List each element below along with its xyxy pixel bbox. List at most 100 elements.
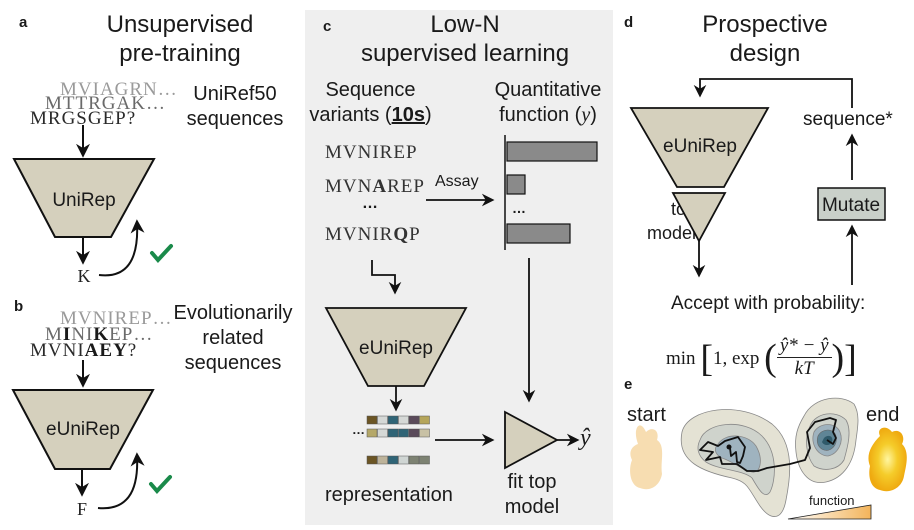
- seq-part: NI: [71, 324, 94, 345]
- formula-numerator: ŷ* − ŷ: [776, 335, 832, 359]
- representation-cell: [387, 415, 399, 425]
- panel-a-title-line1: Unsupervised: [106, 11, 254, 38]
- trajectory-start-point: [726, 444, 732, 450]
- panel-b-label-line2: related: [202, 327, 264, 349]
- feedback-arrow-b: [97, 452, 145, 510]
- mutate-label: Mutate: [822, 195, 880, 216]
- function-label-line1: Quantitative: [494, 79, 602, 101]
- unirep-model-shape: [12, 158, 156, 238]
- panel-e-letter: e: [624, 376, 633, 393]
- panel-d-title: Prospective design: [650, 10, 880, 68]
- panel-a-sequences-label: UniRef50 sequences: [180, 82, 290, 132]
- representation-cell: [366, 428, 378, 438]
- representation-cell: [387, 455, 399, 465]
- representation-cell: [398, 428, 409, 438]
- accept-label: Accept with probability:: [671, 293, 866, 314]
- panel-b-label-line3: sequences: [184, 352, 282, 374]
- seq-mutation: AEY: [84, 340, 128, 361]
- predicted-residue-k: K: [78, 266, 91, 286]
- feedback-arrow-a: [98, 219, 145, 277]
- variants-count: 10s: [391, 104, 425, 126]
- eunirep-model-label-d: eUniRep: [663, 136, 737, 157]
- fit-top-model-label: fit top model: [497, 470, 567, 520]
- eunirep-model-label-c: eUniRep: [359, 338, 433, 359]
- unirep-model-label: UniRep: [52, 190, 115, 211]
- top-model-shape-c: [504, 410, 559, 470]
- checkmark-icon: [150, 244, 173, 264]
- panel-b-letter: b: [14, 298, 24, 315]
- feedback-loop-arrow: [693, 78, 853, 108]
- representation-cell: [377, 455, 388, 465]
- representation-cell: [377, 428, 388, 438]
- variant-1: MVNIREP: [325, 142, 418, 164]
- seq-mutation: I: [62, 324, 72, 345]
- representation-label: representation: [325, 484, 453, 506]
- panel-b-label: Evolutionarily related sequences: [168, 301, 298, 376]
- variant-mutation: A: [372, 176, 388, 197]
- representation-ellipsis: …: [352, 422, 365, 437]
- function-gradient-label: function: [809, 493, 855, 508]
- sequence-star-label: sequence*: [803, 109, 893, 130]
- representation-cell: [398, 415, 409, 425]
- variants-label-line1: Sequence: [325, 79, 416, 101]
- end-protein-icon: [868, 427, 907, 492]
- panel-a-sequences-label-line1: UniRef50: [193, 83, 277, 105]
- variant-pre: MVNIR: [325, 224, 394, 245]
- assay-bar-3: [506, 223, 571, 244]
- representation-matrix: [366, 415, 430, 465]
- representation-cell: [366, 455, 378, 465]
- panel-a-sequences-label-line2: sequences: [186, 108, 284, 130]
- checkmark-icon: [149, 475, 172, 495]
- variant-mutation: Q: [393, 224, 410, 245]
- panel-a-sequence-1: MVIAGRN…: [60, 79, 178, 100]
- representation-cell: [387, 428, 399, 438]
- panel-a-graphics: UniRep K: [12, 125, 173, 286]
- representation-cell: [408, 415, 420, 425]
- formula-exp: exp: [731, 348, 760, 369]
- assay-label: Assay: [435, 173, 479, 190]
- variants-ellipsis: …: [362, 195, 378, 212]
- assay-bar-2: [506, 174, 526, 195]
- variant-pre: MVNIREP: [325, 142, 418, 163]
- seq-mutation: K: [93, 324, 110, 345]
- formula-denominator: kT: [794, 358, 814, 380]
- top-model-shape-d: [671, 192, 727, 243]
- seq-part: M: [45, 324, 63, 345]
- panel-c-title: Low-N supervised learning: [340, 10, 590, 68]
- panel-a-sequence-3: MRGSGEP?: [30, 108, 137, 129]
- representation-cell: [408, 455, 420, 465]
- panel-c-letter: c: [323, 18, 332, 35]
- panel-d-letter: d: [624, 14, 634, 31]
- panel-d-graphics: eUniRep Mutate: [629, 78, 886, 285]
- representation-cell: [419, 455, 430, 465]
- panel-c-title-line1: Low-N: [430, 11, 500, 38]
- variants-prefix: variants (: [309, 104, 392, 126]
- y-hat-output: ŷ: [580, 425, 591, 451]
- panel-d-title-line1: Prospective: [702, 11, 828, 38]
- seq-part: MVNI: [30, 340, 85, 361]
- arrow-variants-to-eunirep: [371, 260, 402, 295]
- start-label: start: [627, 404, 666, 426]
- seq-part: EP…: [109, 324, 154, 345]
- panel-c-function-label: Quantitative function (y): [483, 78, 613, 128]
- d-top-line2: model: [646, 223, 696, 243]
- panel-a-title-line2: pre-training: [119, 40, 241, 67]
- predicted-residue-f: F: [77, 499, 87, 519]
- landscape-basin-1-inner: [714, 435, 761, 473]
- optimization-trajectory: [699, 417, 837, 472]
- representation-cell: [419, 415, 430, 425]
- seq-part: ?: [127, 340, 138, 361]
- panel-c-graphics: eUniRep: [324, 135, 598, 470]
- start-protein-icon: [630, 425, 663, 490]
- eunirep-model-label-b: eUniRep: [46, 419, 120, 440]
- function-prefix: function (: [499, 104, 582, 126]
- mutate-box: [817, 187, 886, 221]
- representation-cell: [408, 428, 420, 438]
- variant-post: REP: [387, 176, 425, 197]
- variant-3: MVNIRQP: [325, 224, 421, 246]
- representation-cell: [398, 455, 409, 465]
- assay-bar-1: [506, 141, 598, 162]
